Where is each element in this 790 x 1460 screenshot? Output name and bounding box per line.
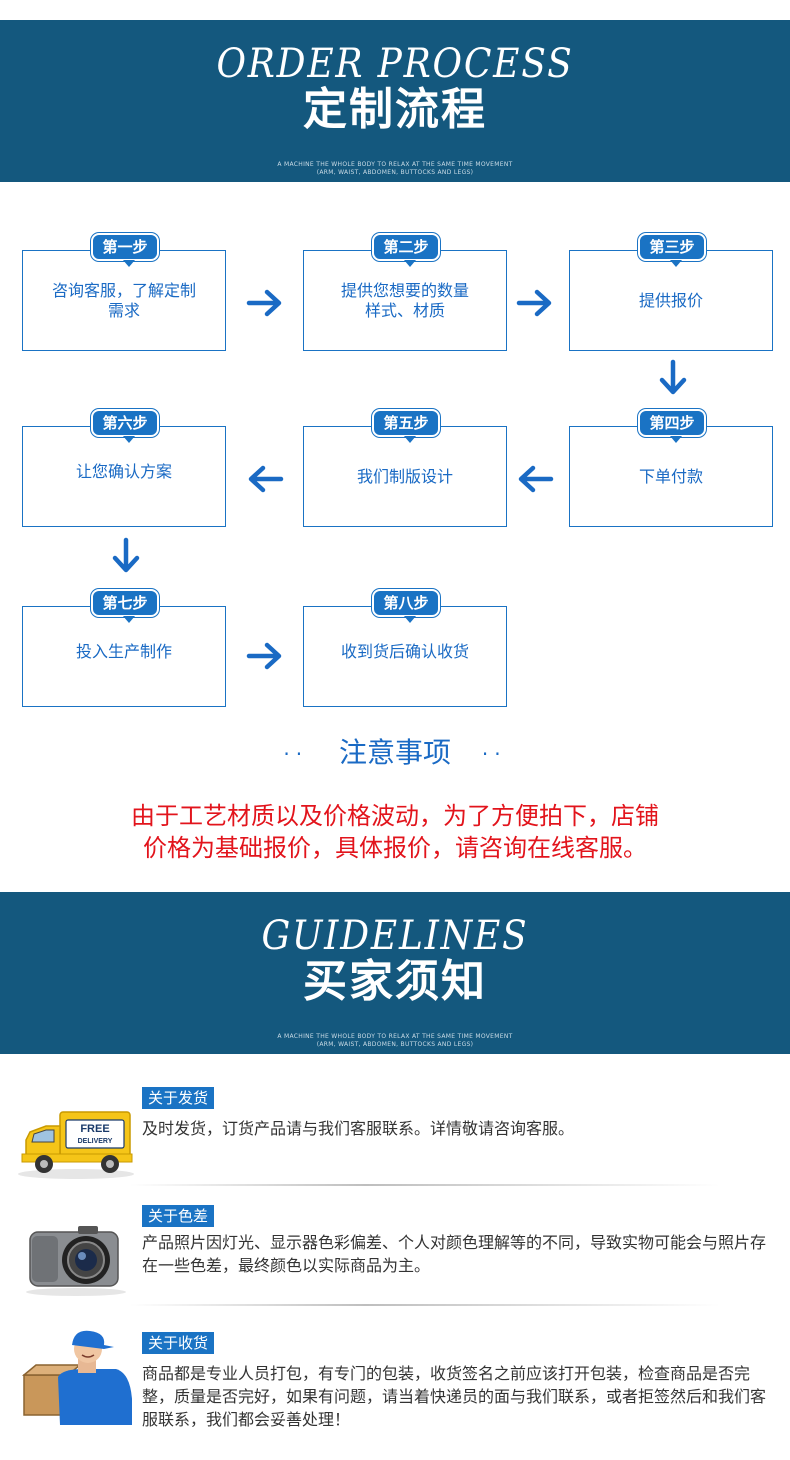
banner-chinese-title: 买家须知: [303, 956, 487, 1007]
guide-text-receiving: 商品都是专业人员打包，有专门的包装，收货签名之前应该打开包装，检查商品是否完整，…: [142, 1364, 767, 1429]
arrow-right-icon: [245, 283, 285, 323]
step-2-badge: 第二步: [372, 233, 440, 267]
order-process-banner: ORDER PROCESS 定制流程 A MACHINE THE WHOLE B…: [0, 20, 790, 182]
banner-chinese-title: 定制流程: [303, 84, 487, 135]
guide-tag-receiving: 关于收货: [142, 1332, 215, 1354]
banner-english-title: GUIDELINES: [261, 913, 529, 959]
caption-line-1: A MACHINE THE WHOLE BODY TO RELAX AT THE…: [277, 1033, 513, 1040]
guide-text-shipping: 及时发货，订货产品请与我们客服联系。详情敬请咨询客服。: [142, 1119, 575, 1138]
step-3-badge: 第三步: [638, 233, 706, 267]
caption-line-2: (ARM, WAIST, ABDOMEN, BUTTOCKS AND LEGS): [316, 1041, 474, 1048]
notice-text: 由于工艺材质以及价格波动，为了方便拍下，店铺 价格为基础报价，具体报价，请咨询在…: [0, 800, 790, 864]
step-2-box: 第二步 提供您想要的数量 样式、材质: [303, 233, 507, 351]
step-5-box: 第五步 我们制版设计: [303, 409, 507, 527]
guide-tag-color: 关于色差: [142, 1205, 215, 1227]
step-7-badge: 第七步: [91, 589, 159, 623]
notice-title: 注意事项: [338, 736, 451, 769]
notice-heading: ·· 注意事项 ··: [0, 733, 790, 774]
step-4-badge: 第四步: [638, 409, 706, 443]
step-1-box: 第一步 咨询客服，了解定制 需求: [22, 233, 226, 351]
step-8-badge: 第八步: [372, 589, 440, 623]
truck-delivery-text: DELIVERY: [78, 1138, 113, 1145]
banner-small-caption: A MACHINE THE WHOLE BODY TO RELAX AT THE…: [0, 1033, 790, 1049]
caption-line-2: (ARM, WAIST, ABDOMEN, BUTTOCKS AND LEGS): [316, 169, 474, 176]
step-1-badge: 第一步: [91, 233, 159, 267]
divider-line: [130, 1304, 720, 1306]
guide-text-color: 产品照片因灯光、显示器色彩偏差、个人对颜色理解等的不同，导致实物可能会与照片存在…: [142, 1233, 767, 1275]
banner-small-caption: A MACHINE THE WHOLE BODY TO RELAX AT THE…: [0, 161, 790, 177]
divider-line: [130, 1184, 720, 1186]
free-delivery-truck-icon: FREE DELIVERY: [18, 1102, 136, 1182]
step-5-text: 我们制版设计: [356, 466, 453, 486]
step-7-box: 第七步 投入生产制作: [22, 589, 226, 707]
camera-icon: [18, 1218, 136, 1298]
step-8-text: 收到货后确认收货: [340, 641, 469, 661]
truck-free-text: FREE: [80, 1123, 109, 1135]
arrow-left-icon: [515, 459, 555, 499]
decorative-dots-right: ··: [481, 742, 507, 766]
step-6-badge: 第六步: [91, 409, 159, 443]
arrow-right-icon: [515, 283, 555, 323]
step-6-box: 第六步 让您确认方案: [22, 409, 226, 527]
arrow-left-icon: [245, 459, 285, 499]
arrow-down-icon: [653, 358, 693, 398]
notice-line-1: 由于工艺材质以及价格波动，为了方便拍下，店铺: [131, 802, 659, 830]
decorative-dots-left: ··: [283, 742, 309, 766]
step-2-text: 提供您想要的数量 样式、材质: [340, 280, 469, 320]
step-4-text: 下单付款: [638, 466, 703, 486]
step-6-text: 让您确认方案: [75, 461, 172, 481]
guidelines-banner: GUIDELINES 买家须知 A MACHINE THE WHOLE BODY…: [0, 892, 790, 1054]
guide-tag-shipping: 关于发货: [142, 1087, 215, 1109]
step-7-text: 投入生产制作: [75, 641, 172, 661]
arrow-right-icon: [245, 636, 285, 676]
banner-english-title: ORDER PROCESS: [216, 41, 574, 87]
step-8-box: 第八步 收到货后确认收货: [303, 589, 507, 707]
step-3-text: 提供报价: [638, 290, 703, 310]
notice-line-2: 价格为基础报价，具体报价，请咨询在线客服。: [143, 834, 647, 862]
delivery-man-icon: [18, 1329, 136, 1425]
caption-line-1: A MACHINE THE WHOLE BODY TO RELAX AT THE…: [277, 161, 513, 168]
arrow-down-icon: [106, 536, 146, 576]
step-1-text: 咨询客服，了解定制 需求: [51, 280, 196, 320]
step-5-badge: 第五步: [372, 409, 440, 443]
step-3-box: 第三步 提供报价: [569, 233, 773, 351]
step-4-box: 第四步 下单付款: [569, 409, 773, 527]
